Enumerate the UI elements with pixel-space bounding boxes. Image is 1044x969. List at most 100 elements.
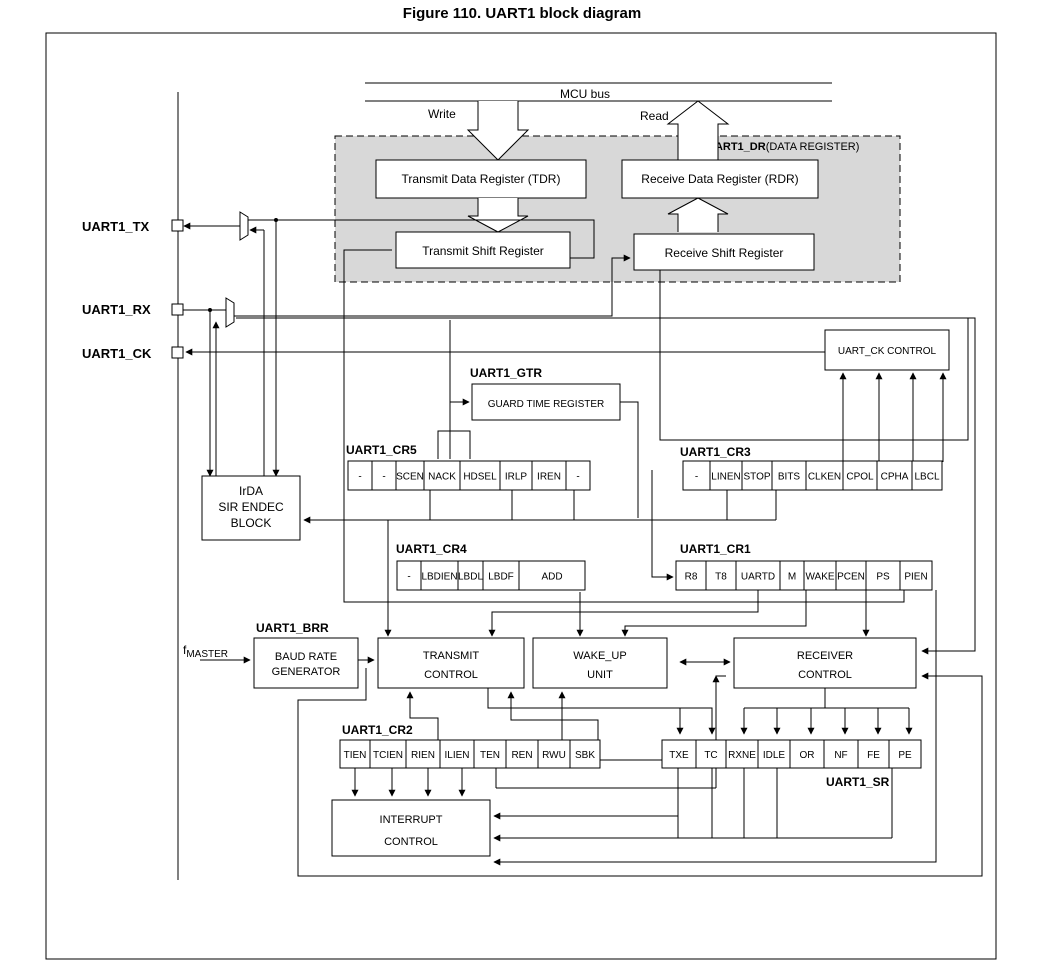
rsr-label: Receive Shift Register [665,246,784,260]
cr5-bit-: - [358,472,361,483]
sr-bit-cell [823,739,859,769]
sr-bit-cell [725,739,759,769]
rx-pin [171,303,184,316]
cr3-bit-cell [842,460,878,491]
cr2-bit-ten: TEN [480,750,500,761]
cr1-name: UART1_CR1 [680,542,751,556]
cr4-bit-cell [457,560,484,591]
sr-bit-cell [857,739,890,769]
baud-line-1: BAUD RATE [275,651,337,663]
cr2-bit-tcien: TCIEN [373,750,403,761]
baud-box [253,637,359,689]
cr5-bit-cell [459,460,501,491]
write-label: Write [428,107,456,121]
wakeup-box [532,637,668,689]
rx-to-receiver-arrow [921,317,976,655]
cr5-bit-: - [382,472,385,483]
cr3-bit-bits: BITS [778,472,801,483]
tsr-box [395,231,571,269]
rdr-box [621,159,819,199]
irda-line-2: SIR ENDEC [218,500,284,514]
sr-bit-tc: TC [704,750,717,761]
sr-bit-fe: FE [867,750,880,761]
interrupt-line-2: CONTROL [384,836,438,848]
transmit-line-1: TRANSMIT [423,650,480,662]
cr2-bit-rwu: RWU [542,750,566,761]
cr2-bit-cell [569,739,601,769]
baud-to-receiver-arrow [297,668,983,877]
ck-control-label: UART_CK CONTROL [838,346,937,357]
cr1-to-transmit-arrow [488,590,759,637]
cr3-bit-stop: STOP [743,472,770,483]
cr5-bit-cell [565,460,591,491]
gtr-name: UART1_GTR [470,366,542,380]
cr3-bit-cell [911,460,943,491]
transmit-control-box [377,637,525,689]
fmaster-label: fMASTER [183,643,228,660]
cr1-bit-cell [803,560,837,591]
cr2-bit-sbk: SBK [575,750,595,761]
cr1-bit-r8: R8 [685,572,698,583]
ck-control-box [824,329,950,371]
gtr-label: GUARD TIME REGISTER [488,399,605,410]
cr5-bit-cell [347,460,373,491]
sr-bit-nf: NF [834,750,847,761]
mcu-bus-label: MCU bus [560,87,610,101]
cr2-bit-cell [439,739,475,769]
cr3-bit-lbcl: LBCL [914,472,939,483]
cr4-name: UART1_CR4 [396,542,467,556]
cr2-name: UART1_CR2 [342,723,413,737]
figure-title: Figure 110. UART1 block diagram [402,5,642,22]
cr1-bit-t8: T8 [715,572,727,583]
cr1-bit-cell [705,560,737,591]
cr3-bit-cell [805,460,844,491]
cr4-bit-cell [420,560,459,591]
receiver-line-1: RECEIVER [797,650,853,662]
gtr-out-line [620,401,639,518]
cr5-bit-nack: NACK [428,472,456,483]
ten-to-transmit-arrow [406,691,439,740]
sbk-to-transmit-arrow [507,691,599,740]
cr1-bit-pien: PIEN [904,572,927,583]
receiver-control-box [733,637,917,689]
cr1-bit-m: M [788,572,796,583]
cr4-bit-lbdl: LBDL [458,572,483,583]
receiver-sr-bus [824,688,909,709]
irda-line-1: IrDA [239,484,263,498]
cr4-bit-add: ADD [541,572,562,583]
cr2-bit-cell [369,739,407,769]
wakeup-line-1: WAKE_UP [573,650,626,662]
cr1-bit-ps: PS [876,572,890,583]
rsr-box [633,233,815,271]
tsr-output-line [275,219,595,460]
cr2-bit-cell [405,739,441,769]
cr3-bit-clken: CLKEN [808,472,841,483]
data-register-label: UART1_DR(DATA REGISTER) [707,141,859,153]
cr2-bit-rien: RIEN [411,750,435,761]
interrupt-control-box [331,799,491,857]
sr-bit-rxne: RXNE [728,750,756,761]
cr1-to-wakeup-arrow [621,590,807,637]
cr3-bit-cell [741,460,773,491]
sr-bit-idle: IDLE [763,750,786,761]
cr5-name: UART1_CR5 [346,443,417,457]
sr-bit-or: OR [800,750,815,761]
cr1-bit-cell [779,560,805,591]
baud-line-2: GENERATOR [272,666,341,678]
cr4-bit-cell [518,560,586,591]
cr5-bit-: - [576,472,579,483]
cr5-bit-irlp: IRLP [505,472,528,483]
irda-box [201,475,301,541]
wakeup-line-2: UNIT [587,669,613,681]
sr-bit-pe: PE [898,750,912,761]
cr5-bit-cell [371,460,397,491]
cr1-bit-cell [865,560,901,591]
read-label: Read [640,109,669,123]
tx-pin [171,219,184,232]
cr5-bit-hdsel: HDSEL [463,472,497,483]
tdr-label: Transmit Data Register (TDR) [402,172,561,186]
